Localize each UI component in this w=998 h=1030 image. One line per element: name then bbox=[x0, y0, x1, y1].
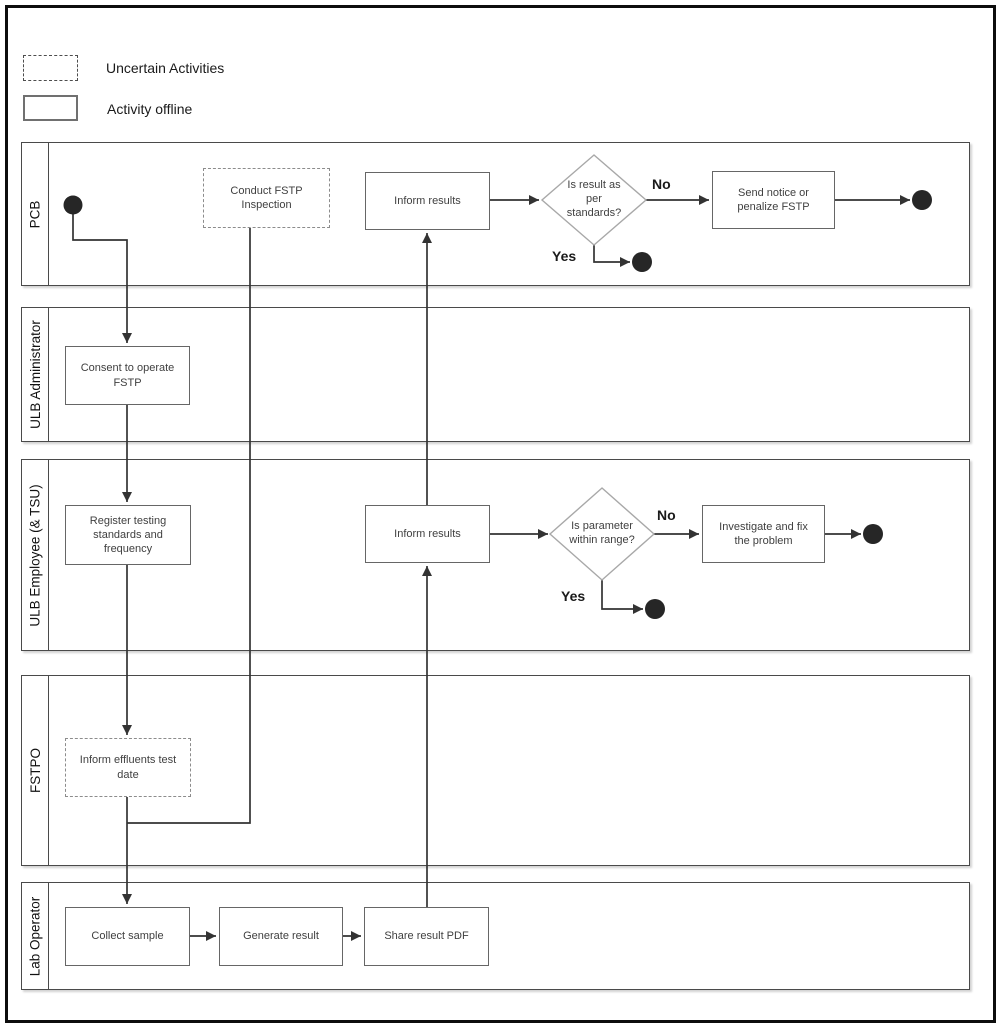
edge-label-ulb-yes: Yes bbox=[561, 588, 586, 604]
edge-label-pcb-no: No bbox=[652, 176, 671, 192]
legend-uncertain-label: Uncertain Activities bbox=[106, 60, 225, 76]
task-inform-results-ulb: Inform results bbox=[365, 505, 490, 563]
task-inform-effluents-test-date: Inform effluents test date bbox=[65, 738, 191, 797]
edge-label-pcb-yes: Yes bbox=[552, 248, 577, 264]
task-generate-result: Generate result bbox=[219, 907, 343, 966]
lane-ulb-administrator-label-column: ULB Administrator bbox=[22, 308, 49, 441]
lane-fstpo-label: FSTPO bbox=[27, 747, 43, 794]
lane-ulb-employee-label-column: ULB Employee (& TSU) bbox=[22, 460, 49, 650]
lane-ulb-employee-label: ULB Employee (& TSU) bbox=[27, 483, 43, 627]
edge-label-ulb-no: No bbox=[657, 507, 676, 523]
task-consent-to-operate: Consent to operate FSTP bbox=[65, 346, 190, 405]
lane-lab-operator-label: Lab Operator bbox=[27, 896, 43, 976]
decision-parameter-range-label: Is parameter within range? bbox=[569, 520, 635, 546]
lane-lab-operator-label-column: Lab Operator bbox=[22, 883, 49, 989]
lane-pcb-label-column: PCB bbox=[22, 143, 49, 285]
task-conduct-fstp-inspection: Conduct FSTP Inspection bbox=[203, 168, 330, 228]
task-investigate-fix-problem: Investigate and fix the problem bbox=[702, 505, 825, 563]
task-inform-results-pcb: Inform results bbox=[365, 172, 490, 230]
decision-result-standards-label: Is result as per standards? bbox=[566, 179, 622, 219]
task-register-testing-standards: Register testing standards and frequency bbox=[65, 505, 191, 565]
lane-pcb-label: PCB bbox=[27, 200, 43, 228]
legend-offline-label: Activity offline bbox=[107, 101, 193, 117]
task-send-notice-penalize: Send notice or penalize FSTP bbox=[712, 171, 835, 229]
lane-ulb-administrator-label: ULB Administrator bbox=[27, 320, 43, 429]
legend-offline-swatch bbox=[23, 95, 78, 121]
lane-fstpo-label-column: FSTPO bbox=[22, 676, 49, 865]
legend-uncertain-swatch bbox=[23, 55, 78, 81]
diagram-border bbox=[5, 5, 996, 1023]
task-collect-sample: Collect sample bbox=[65, 907, 190, 966]
task-share-result-pdf: Share result PDF bbox=[364, 907, 489, 966]
